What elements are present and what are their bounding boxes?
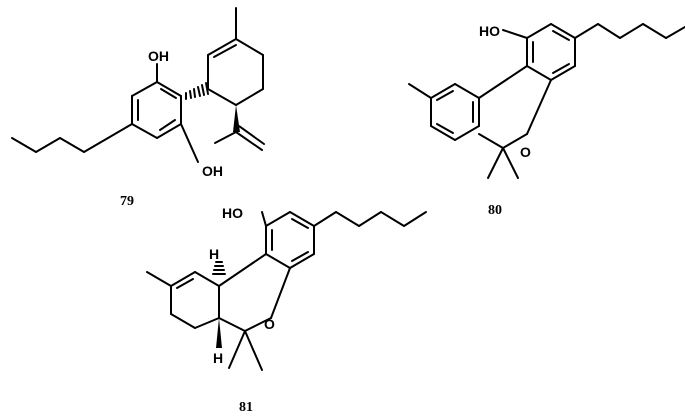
hydroxyl-label-bottom: OH <box>202 163 223 179</box>
hydroxyl-label-top: OH <box>148 48 169 64</box>
ring-oxygen-label: O <box>520 144 531 160</box>
ring-oxygen-label: O <box>264 316 275 332</box>
molecule-80: HO O 80 <box>408 23 685 218</box>
compound-number-81: 81 <box>239 400 253 415</box>
molecule-81: HO O H H 81 <box>146 205 427 415</box>
stereo-hydrogen-top: H <box>209 246 219 262</box>
molecule-80-bonds <box>408 23 685 179</box>
molecule-81-bonds <box>146 211 427 371</box>
compound-number-80: 80 <box>488 203 502 218</box>
molecule-79: OH OH 79 <box>11 7 265 209</box>
compound-number-79: 79 <box>120 194 134 209</box>
hydroxyl-label: HO <box>222 205 243 221</box>
molecule-79-bonds <box>11 7 265 163</box>
stereo-hydrogen-bottom: H <box>213 350 223 366</box>
hydroxyl-label: HO <box>479 23 500 39</box>
